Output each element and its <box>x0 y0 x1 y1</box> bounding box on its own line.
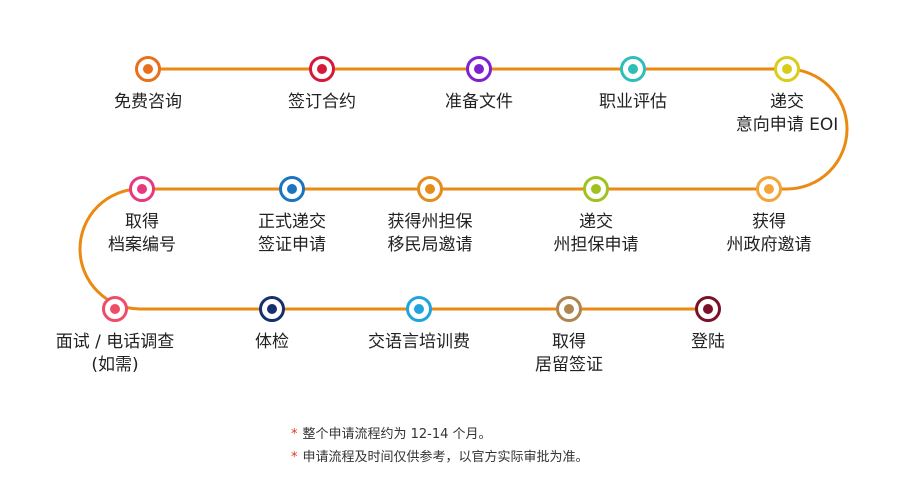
step-15-node <box>695 296 721 322</box>
step-12-dot <box>267 304 277 314</box>
step-3-node <box>466 56 492 82</box>
step-14-label: 取得 居留签证 <box>535 332 603 375</box>
footnote-1: * 整个申请流程约为 12-14 个月。 <box>291 423 589 446</box>
step-10-label: 取得 档案编号 <box>108 212 176 255</box>
step-2-label: 签订合约 <box>288 92 356 112</box>
footnote-2-marker: * <box>291 450 298 465</box>
step-11-dot <box>110 304 120 314</box>
step-13-label: 交语言培训费 <box>368 332 470 352</box>
step-3-label: 准备文件 <box>445 92 513 112</box>
step-8-dot <box>425 184 435 194</box>
step-6-node <box>756 176 782 202</box>
step-5-node <box>774 56 800 82</box>
footnote-1-text: 整个申请流程约为 12-14 个月。 <box>302 427 492 442</box>
footnote-2-text: 申请流程及时间仅供参考，以官方实际审批为准。 <box>302 450 589 465</box>
step-8-label: 获得州担保 移民局邀请 <box>387 212 473 255</box>
step-11-label: 面试 / 电话调查 (如需) <box>55 332 175 375</box>
step-13-dot <box>414 304 424 314</box>
step-3-dot <box>474 64 484 74</box>
step-2-node <box>309 56 335 82</box>
footnote-2: * 申请流程及时间仅供参考，以官方实际审批为准。 <box>291 446 589 469</box>
step-5-label: 递交 意向申请 EOI <box>735 92 839 135</box>
step-11-node <box>102 296 128 322</box>
step-1-dot <box>143 64 153 74</box>
step-6-dot <box>764 184 774 194</box>
step-12-label: 体检 <box>255 332 289 352</box>
step-2-dot <box>317 64 327 74</box>
step-4-label: 职业评估 <box>599 92 667 112</box>
step-9-label: 正式递交 签证申请 <box>258 212 326 255</box>
step-4-dot <box>628 64 638 74</box>
step-10-dot <box>137 184 147 194</box>
step-4-node <box>620 56 646 82</box>
step-9-node <box>279 176 305 202</box>
step-10-node <box>129 176 155 202</box>
step-6-label: 获得 州政府邀请 <box>726 212 812 255</box>
step-15-dot <box>703 304 713 314</box>
step-7-dot <box>591 184 601 194</box>
step-14-dot <box>564 304 574 314</box>
step-5-dot <box>782 64 792 74</box>
footnotes: * 整个申请流程约为 12-14 个月。 * 申请流程及时间仅供参考，以官方实际审批… <box>291 423 589 469</box>
step-14-node <box>556 296 582 322</box>
step-1-label: 免费咨询 <box>114 92 182 112</box>
step-9-dot <box>287 184 297 194</box>
step-8-node <box>417 176 443 202</box>
step-12-node <box>259 296 285 322</box>
step-7-label: 递交 州担保申请 <box>553 212 639 255</box>
footnote-1-marker: * <box>291 427 298 442</box>
step-1-node <box>135 56 161 82</box>
step-7-node <box>583 176 609 202</box>
step-13-node <box>406 296 432 322</box>
step-15-label: 登陆 <box>691 332 725 352</box>
